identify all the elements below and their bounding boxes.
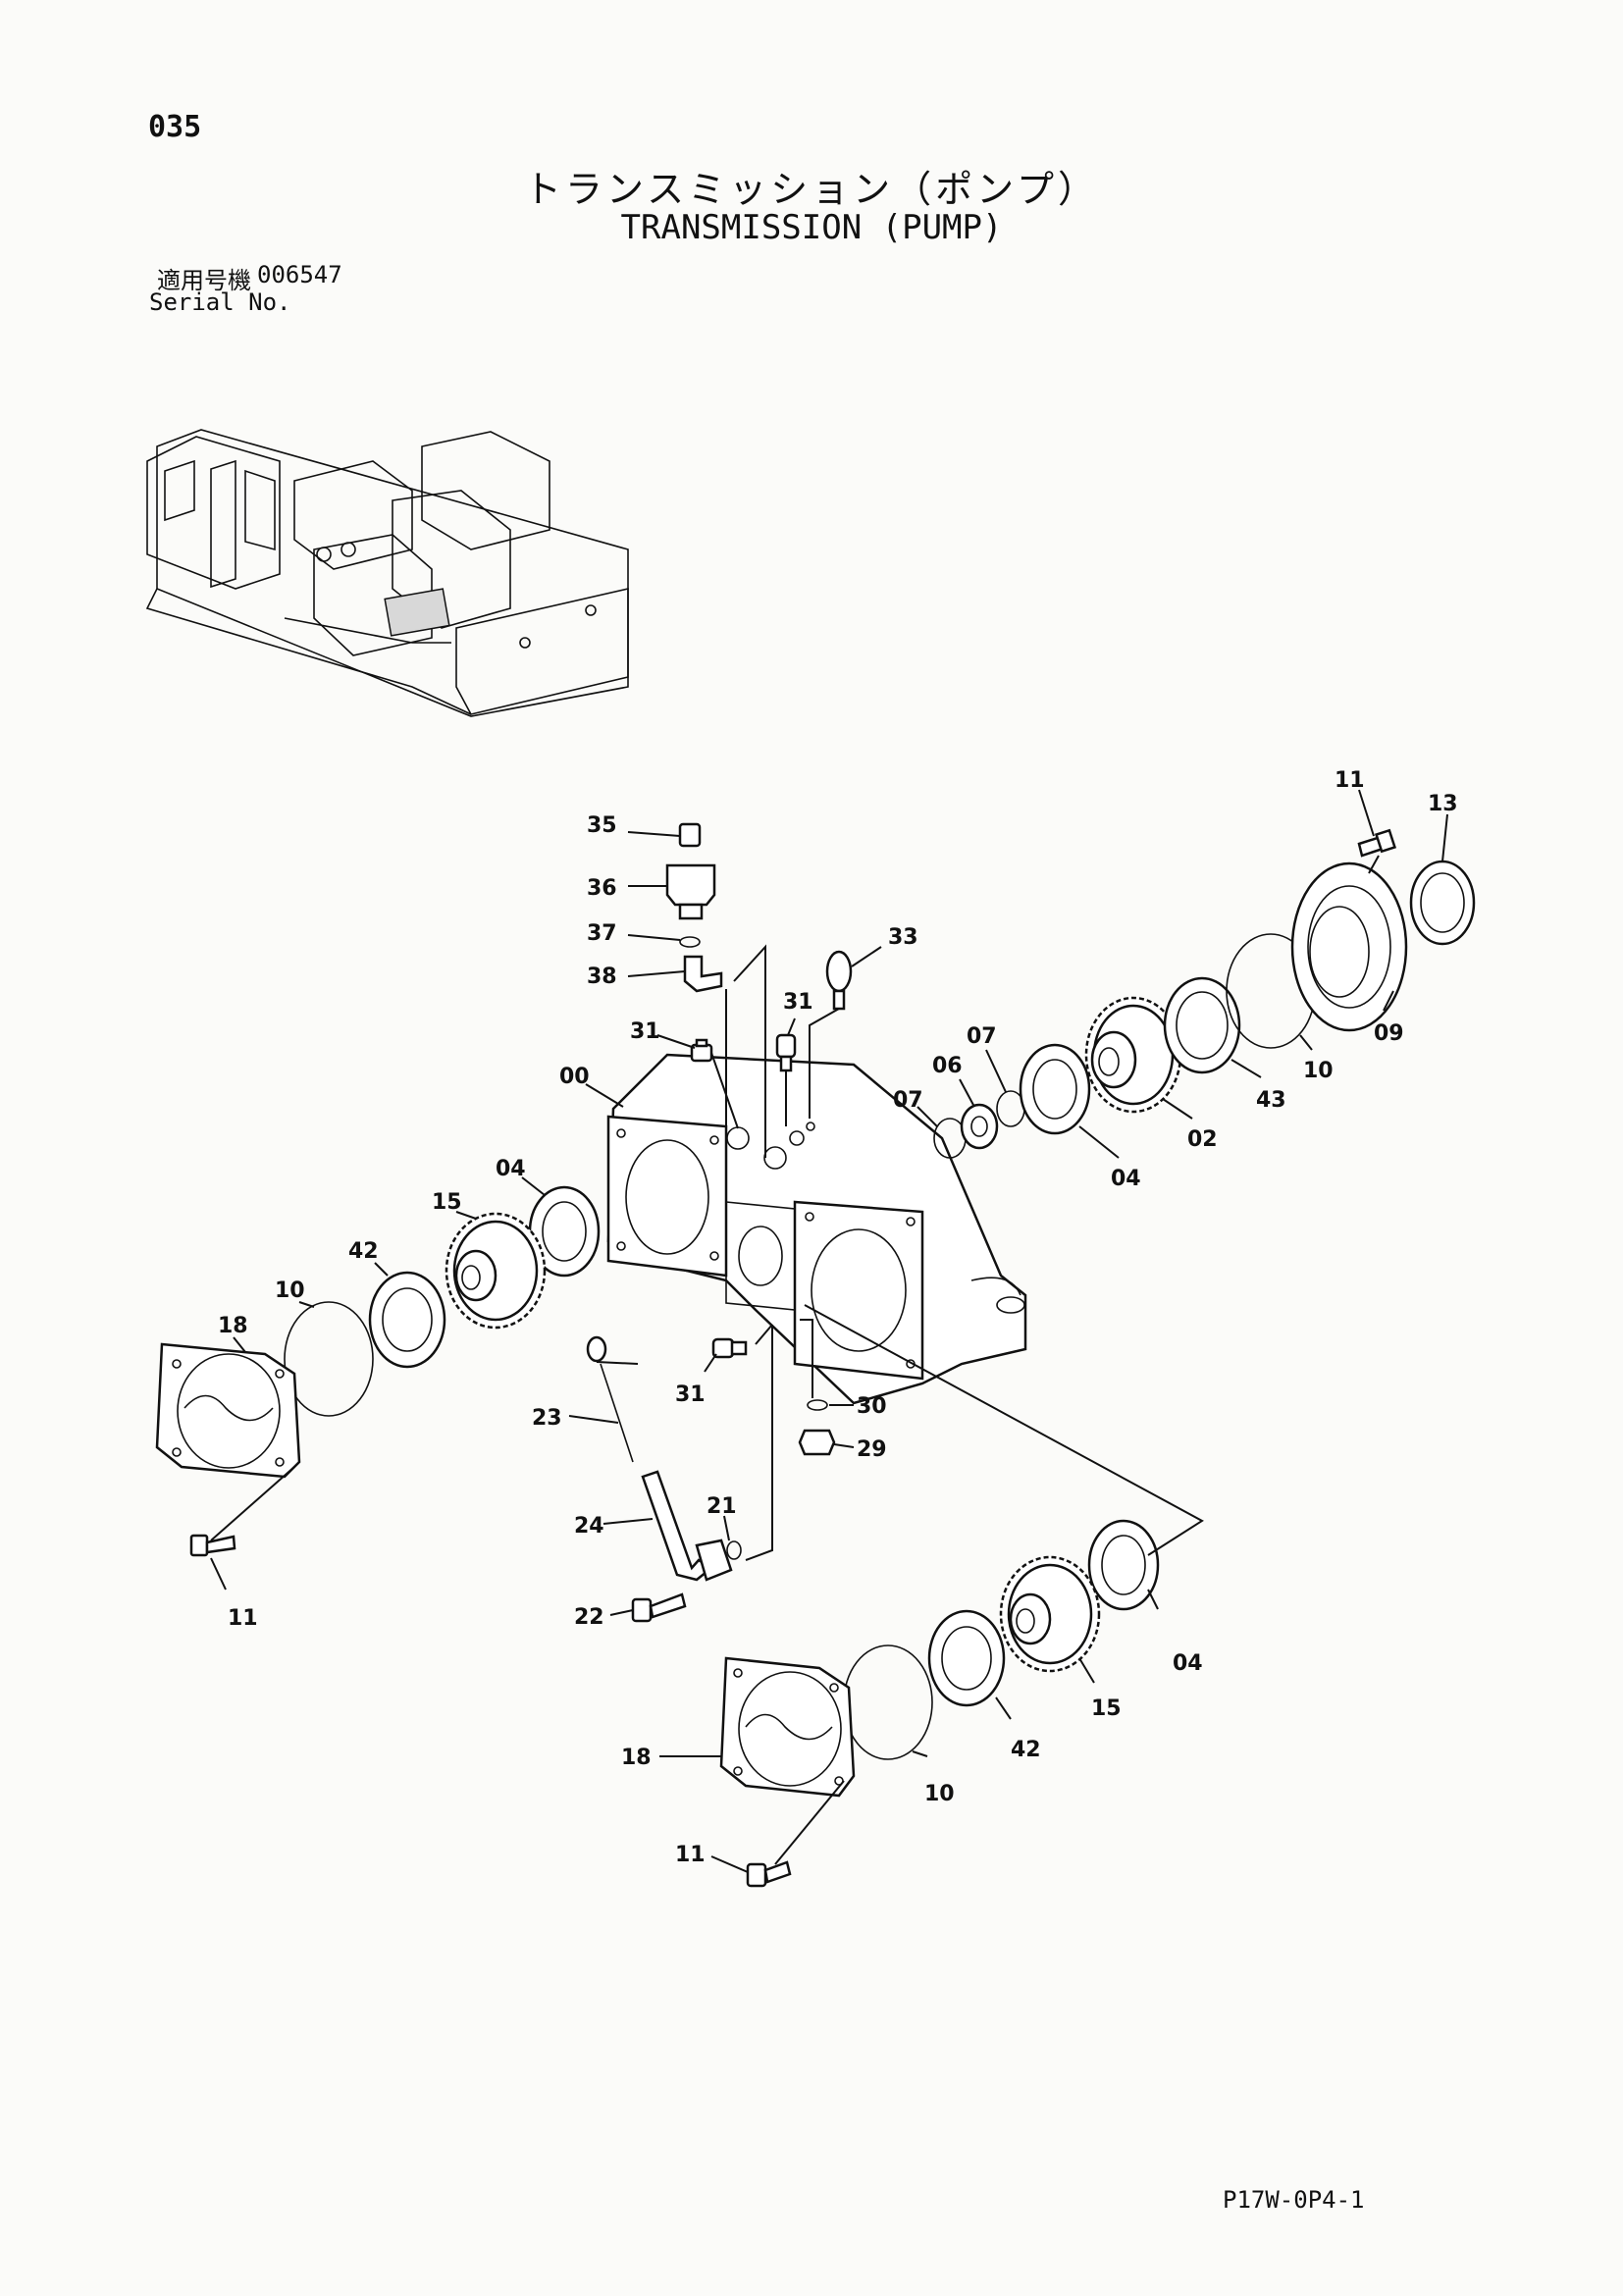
machine-overview-illustration <box>145 429 629 717</box>
bearing-42-left <box>368 1271 446 1369</box>
page-title-japanese: トランスミッション（ポンプ） <box>523 168 1100 211</box>
callout-23: 23 <box>532 1406 562 1431</box>
document-code: P17W-0P4-1 <box>1223 2186 1365 2214</box>
callout-15b: 15 <box>1091 1696 1122 1721</box>
bolt-22 <box>631 1592 687 1623</box>
bearing-43 <box>1163 976 1241 1074</box>
bearing-04-bottom <box>1087 1519 1160 1611</box>
bearing-04-right <box>1019 1043 1091 1135</box>
callout-11c: 11 <box>675 1843 706 1867</box>
o-ring-30 <box>807 1399 828 1411</box>
o-ring-10-left <box>284 1301 374 1417</box>
leader-lines <box>210 855 1380 1865</box>
callout-18a: 18 <box>218 1314 248 1338</box>
callout-18b: 18 <box>621 1746 652 1770</box>
plug-top-31 <box>690 1038 713 1063</box>
callout-10b: 10 <box>275 1278 305 1303</box>
callout-00: 00 <box>559 1065 590 1089</box>
callout-36: 36 <box>587 876 617 901</box>
callout-31c: 31 <box>675 1383 706 1407</box>
callout-09: 09 <box>1374 1021 1404 1046</box>
eye-bolt <box>825 950 853 1011</box>
callout-04a: 04 <box>496 1157 526 1181</box>
callout-42b: 42 <box>1011 1738 1041 1762</box>
callout-04b: 04 <box>1173 1651 1203 1676</box>
cover-09 <box>1290 861 1408 1032</box>
serial-label-english: Serial No. <box>149 288 291 316</box>
gear-15-bottom <box>999 1555 1101 1673</box>
elbow-fitting <box>683 955 723 993</box>
callout-22: 22 <box>574 1605 604 1630</box>
callout-38: 38 <box>587 965 617 989</box>
callout-10a: 10 <box>1303 1059 1334 1083</box>
callout-13: 13 <box>1428 792 1458 816</box>
callout-06: 06 <box>932 1054 963 1078</box>
callout-11a: 11 <box>1335 768 1365 793</box>
callout-15a: 15 <box>432 1190 462 1215</box>
fitting-block <box>695 1539 742 1582</box>
callout-31b: 31 <box>783 990 813 1015</box>
serial-number-value: 006547 <box>257 261 342 288</box>
serial-label-japanese: 適用号機 <box>157 267 251 294</box>
o-ring-10-bottom <box>843 1644 933 1760</box>
o-ring-top <box>679 936 701 948</box>
callout-30: 30 <box>857 1394 887 1419</box>
callout-02: 02 <box>1187 1127 1218 1152</box>
callout-43: 43 <box>1256 1088 1286 1113</box>
callout-07b: 07 <box>967 1024 997 1049</box>
callout-37: 37 <box>587 921 617 946</box>
callout-31a: 31 <box>630 1019 660 1044</box>
callout-21: 21 <box>707 1494 737 1519</box>
bolt-11-left <box>189 1534 236 1557</box>
cover-18-left <box>155 1342 301 1479</box>
plug-31-lower <box>711 1337 748 1359</box>
breather-body <box>665 863 716 920</box>
callout-29: 29 <box>857 1437 887 1462</box>
breather-cap <box>678 822 702 848</box>
callouts: 35 36 37 38 31 31 33 00 07 06 07 04 02 4… <box>210 768 1458 1873</box>
callout-33: 33 <box>888 925 918 950</box>
callout-42a: 42 <box>348 1239 379 1264</box>
callout-04c: 04 <box>1111 1167 1141 1191</box>
bolt-11-top <box>1357 828 1397 858</box>
drain-plug-29 <box>798 1429 836 1456</box>
callout-24: 24 <box>574 1514 604 1539</box>
gear-15-left <box>445 1212 547 1330</box>
dipstick-23 <box>586 1335 634 1463</box>
cover-18-bottom <box>719 1656 856 1798</box>
callout-11b: 11 <box>228 1606 258 1631</box>
gear-02 <box>1084 996 1182 1114</box>
page-number: 035 <box>148 110 202 144</box>
transmission-housing <box>606 1053 1027 1405</box>
page-title-english: TRANSMISSION (PUMP) <box>620 208 1003 247</box>
callout-07a: 07 <box>893 1088 923 1113</box>
callout-35: 35 <box>587 813 617 838</box>
bearing-42-bottom <box>927 1609 1006 1707</box>
collar-06 <box>960 1103 999 1150</box>
bolt-11-bottom <box>746 1860 792 1888</box>
oil-seal-13 <box>1409 860 1476 946</box>
plug-center-31 <box>775 1033 797 1072</box>
callout-10c: 10 <box>924 1782 955 1806</box>
